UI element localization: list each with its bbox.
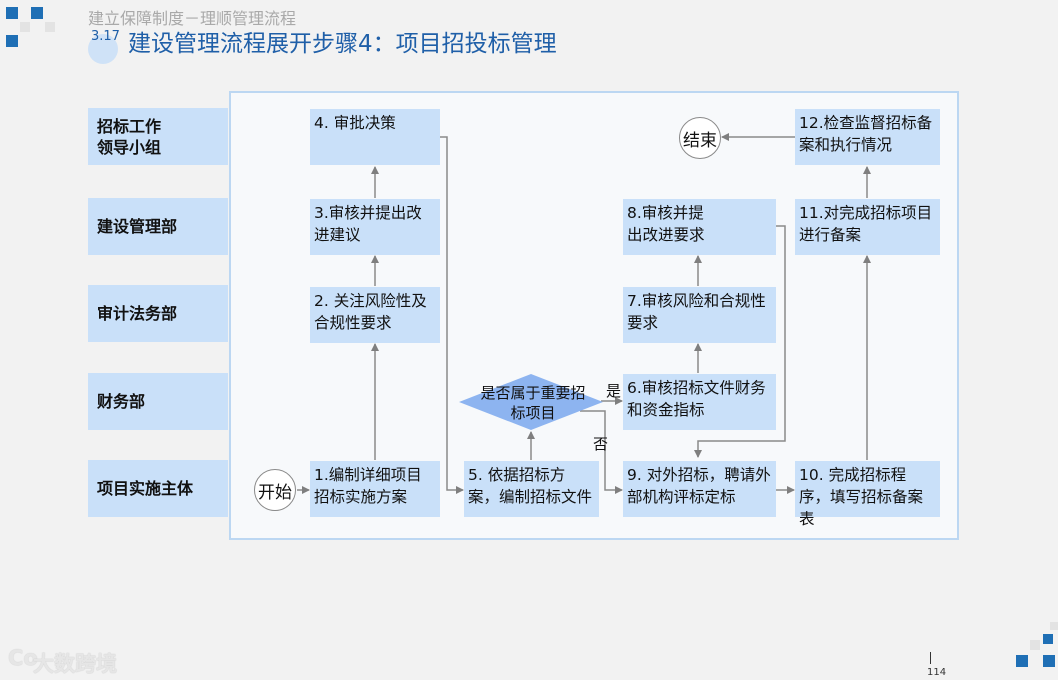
lane-label: 招标工作 领导小组: [97, 116, 162, 157]
lane-project-entity: 项目实施主体: [88, 460, 228, 517]
watermark-text: 大数跨境: [33, 652, 117, 676]
arrow-8-to-9: [694, 225, 786, 458]
decision-text: 是否属于重要招标项目: [480, 384, 586, 422]
corner-square: [1050, 622, 1058, 630]
step-12-text: 12.检查监督招标备案和执行情况: [799, 114, 933, 154]
step-5-box: 5. 依据招标方案，编制招标文件: [464, 461, 599, 517]
step-8-text: 8.审核并提出改进要求: [627, 204, 705, 244]
page-number-divider: [930, 652, 931, 664]
corner-square: [1016, 655, 1028, 667]
step-5-text: 5. 依据招标方案，编制招标文件: [468, 466, 593, 506]
page-number: 114: [927, 667, 947, 678]
step-3-box: 3.审核并提出改进建议: [310, 199, 440, 255]
start-node: 开始: [254, 469, 296, 511]
lane-label: 财务部: [97, 392, 146, 411]
start-label: 开始: [258, 482, 292, 503]
lane-leadership: 招标工作 领导小组: [88, 108, 228, 165]
lane-audit-legal: 审计法务部: [88, 285, 228, 342]
corner-square: [20, 22, 30, 32]
step-4-box: 4. 审批决策: [310, 109, 440, 165]
arrow-4-to-5: [440, 136, 464, 494]
lane-label: 建设管理部: [97, 217, 178, 236]
page-title: 建设管理流程展开步骤4：项目招投标管理: [128, 31, 557, 57]
step-1-box: 1.编制详细项目招标实施方案: [310, 461, 440, 517]
step-6-box: 6.审核招标文件财务和资金指标: [623, 374, 776, 430]
supertitle: 建立保障制度－理顺管理流程: [88, 9, 297, 28]
step-7-box: 7.审核风险和合规性要求: [623, 287, 776, 343]
end-node: 结束: [679, 117, 721, 159]
corner-square: [1030, 640, 1040, 650]
step-10-text: 10. 完成招标程序，填写招标备案表: [799, 466, 924, 528]
step-9-box: 9. 对外招标，聘请外部机构评标定标: [623, 461, 776, 517]
step-10-box: 10. 完成招标程序，填写招标备案表: [795, 461, 940, 528]
step-11-text: 11.对完成招标项目进行备案: [799, 204, 933, 244]
step-3-text: 3.审核并提出改进建议: [314, 204, 422, 244]
lane-finance: 财务部: [88, 373, 228, 430]
corner-square: [1043, 634, 1053, 644]
step-2-box: 2. 关注风险性及合规性要求: [310, 287, 440, 343]
corner-square: [31, 7, 43, 19]
step-1-text: 1.编制详细项目招标实施方案: [314, 466, 422, 506]
step-4-text: 4. 审批决策: [314, 114, 396, 132]
section-number-circle: [88, 34, 118, 64]
corner-square: [6, 7, 18, 19]
decision-diamond: [459, 374, 603, 430]
step-8-box: 8.审核并提出改进要求: [623, 199, 776, 255]
lane-label: 审计法务部: [97, 304, 178, 323]
corner-square: [6, 35, 18, 47]
step-7-text: 7.审核风险和合规性要求: [627, 292, 766, 332]
yes-label: 是: [606, 382, 622, 400]
no-label: 否: [593, 435, 609, 453]
lane-construction: 建设管理部: [88, 198, 228, 255]
step-9-text: 9. 对外招标，聘请外部机构评标定标: [627, 466, 771, 506]
watermark-logo: Co: [8, 646, 38, 670]
step-2-text: 2. 关注风险性及合规性要求: [314, 292, 427, 332]
corner-square: [1043, 655, 1055, 667]
step-6-text: 6.审核招标文件财务和资金指标: [627, 379, 766, 419]
step-11-box: 11.对完成招标项目进行备案: [795, 199, 940, 255]
corner-square: [45, 22, 55, 32]
step-12-box: 12.检查监督招标备案和执行情况: [795, 109, 940, 165]
lane-label: 项目实施主体: [97, 479, 194, 498]
end-label: 结束: [683, 130, 717, 151]
section-number: 3.17: [91, 29, 120, 44]
arrow-decision-no-to-9: [580, 410, 623, 494]
